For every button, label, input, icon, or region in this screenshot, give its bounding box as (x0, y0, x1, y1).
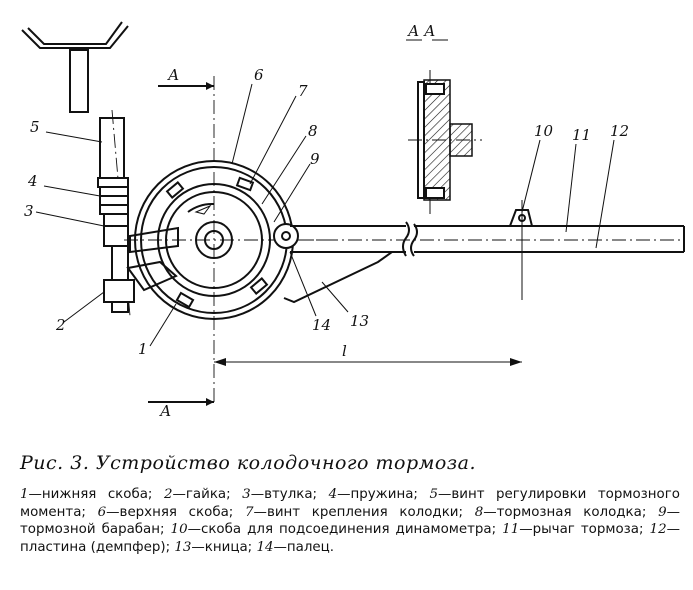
pin-14 (273, 223, 299, 249)
callout-8: 8 (308, 122, 318, 140)
legend-item: 4—пружина; (329, 487, 430, 502)
callout-14: 14 (312, 316, 331, 334)
legend-item: 13—кница; (174, 540, 256, 555)
legend-num: 14 (256, 539, 274, 555)
brake-lever (290, 200, 685, 300)
section-marks: А А (148, 66, 214, 420)
legend-item: 2—гайка; (164, 487, 242, 502)
legend-text: —кница; (191, 539, 257, 555)
figure-caption: Рис. 3. Устройство колодочного тормоза. … (20, 452, 680, 556)
legend-text: —винт регулировки тормозного момента; (20, 487, 680, 520)
callout-4: 4 (27, 172, 38, 190)
gusset-13 (283, 251, 396, 304)
handle-rod (69, 49, 89, 113)
dimension-l: l (214, 342, 522, 366)
legend-text: —тормозной барабан; (20, 504, 680, 538)
legend-text: —винт крепления колодки; (253, 504, 475, 520)
legend-num: 6 (97, 504, 107, 520)
legend-item: 11—рычаг тормоза; (502, 522, 649, 537)
dynamometer-bracket-10 (509, 209, 533, 227)
callout-1: 1 (138, 340, 148, 358)
nut-2 (103, 279, 135, 303)
section-aa-label: А А (407, 22, 436, 40)
figure-legend: 1—нижняя скоба; 2—гайка; 3—втулка; 4—пру… (20, 486, 680, 556)
handle-fork (21, 21, 129, 113)
callout-13: 13 (350, 312, 369, 330)
legend-item: 7—винт крепления колодки; (245, 505, 475, 520)
legend-item: 10—скоба для подсоединения динамометра; (171, 522, 503, 537)
legend-num: 10 (170, 522, 188, 537)
legend-item: 5—винт регулировки тормозного момента; (20, 487, 680, 520)
legend-num: 9 (658, 504, 667, 520)
legend-item: 14—палец. (256, 540, 334, 555)
legend-text: —скоба для подсоединения динамометра; (187, 522, 503, 537)
legend-text: —верхняя скоба; (106, 504, 246, 520)
callout-10: 10 (534, 122, 554, 140)
spring-4 (97, 177, 129, 227)
legend-num: 13 (174, 539, 192, 555)
legend-num: 11 (502, 522, 520, 537)
legend-num: 7 (245, 504, 254, 520)
legend-text: —пластина (демпфер); (20, 522, 680, 555)
legend-text: —пружина; (337, 487, 430, 502)
brake-drum-group (124, 76, 330, 402)
legend-text: —втулка; (250, 487, 329, 502)
legend-item: 9—тормозной барабан; (20, 505, 680, 538)
callout-7: 7 (298, 82, 308, 100)
legend-item: 3—втулка; (242, 487, 328, 502)
svg-text:А: А (167, 66, 179, 84)
legend-num: 5 (429, 487, 438, 502)
callout-3: 3 (24, 202, 34, 220)
callout-6: 6 (254, 66, 264, 84)
legend-num: 4 (328, 487, 338, 502)
legend-item: 12—пластина (демпфер); (20, 522, 680, 555)
screw-body (99, 117, 125, 179)
bushing-3 (103, 225, 129, 247)
legend-text: —нижняя скоба; (28, 487, 164, 502)
callout-2: 2 (55, 316, 66, 334)
callouts: 5 4 3 2 1 6 7 8 9 10 11 12 13 14 (24, 66, 629, 358)
section-aa-view: А А (406, 22, 482, 214)
legend-text: —рычаг тормоза; (519, 522, 650, 537)
leader-lines (35, 83, 615, 347)
legend-item: 1—нижняя скоба; (20, 487, 164, 502)
legend-item: 8—тормозная колодка; (475, 505, 658, 520)
legend-num: 2 (163, 487, 173, 502)
callout-9: 9 (310, 150, 320, 168)
legend-text: —тормозная колодка; (483, 504, 659, 520)
legend-num: 12 (649, 522, 667, 537)
callout-12: 12 (610, 122, 629, 140)
legend-text: —палец. (273, 539, 335, 555)
brake-drawing: А А А А l (21, 21, 685, 420)
figure-title: Рис. 3. Устройство колодочного тормоза. (20, 452, 477, 474)
callout-5: 5 (30, 118, 40, 136)
adjusting-screw-assembly (97, 109, 135, 317)
legend-text: —гайка; (172, 487, 243, 502)
legend-num: 1 (20, 487, 29, 502)
legend-num: 8 (474, 504, 484, 520)
callout-11: 11 (572, 126, 591, 144)
legend-item: 6—верхняя скоба; (98, 505, 245, 520)
legend-num: 3 (242, 487, 251, 502)
svg-text:А: А (159, 402, 171, 420)
svg-text:l: l (342, 342, 347, 360)
